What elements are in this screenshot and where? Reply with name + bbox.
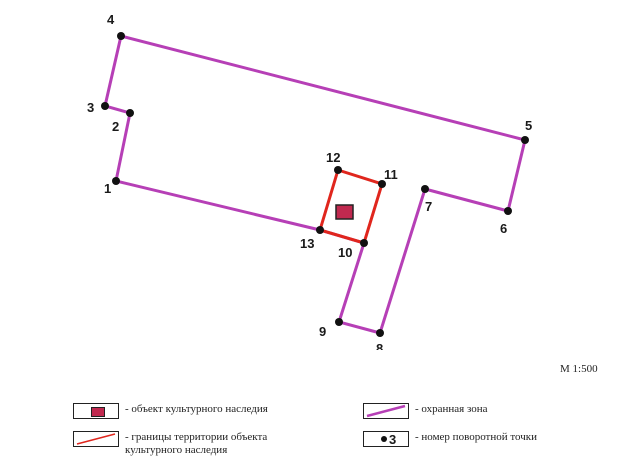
turn-point-label-4: 4: [107, 12, 115, 27]
legend-item-zone: - охранная зона: [363, 403, 488, 419]
turn-point-label-13: 13: [300, 236, 314, 251]
turn-point-11: [378, 180, 386, 188]
turn-point-label-10: 10: [338, 245, 352, 260]
turn-point-5: [521, 136, 529, 144]
legend-boundary-label: - границы территории объекта культурного…: [125, 431, 268, 456]
turn-point-label-9: 9: [319, 324, 326, 339]
turn-point-label-8: 8: [376, 341, 383, 350]
legend-item-turn-point: 3 - номер поворотной точки: [363, 431, 537, 447]
turn-point-label-3: 3: [87, 100, 94, 115]
legend-turn-point-label: - номер поворотной точки: [415, 431, 538, 443]
turn-point-3: [101, 102, 109, 110]
legend-object-label: - объект культурного наследия: [125, 403, 268, 415]
turn-point-label-6: 6: [500, 221, 507, 236]
turn-point-4: [117, 32, 125, 40]
turn-point-7: [421, 185, 429, 193]
legend-object-swatch: [73, 403, 119, 419]
legend-zone-label: - охранная зона: [415, 403, 488, 415]
legend-item-object: - объект культурного наследия: [73, 403, 268, 419]
turn-point-label-1: 1: [104, 181, 111, 196]
turn-point-label-2: 2: [112, 119, 119, 134]
legend-item-boundary: - границы территории объекта культурного…: [73, 431, 267, 457]
turn-point-8: [376, 329, 384, 337]
map-scale: М 1:500: [560, 363, 598, 375]
turn-point-9: [335, 318, 343, 326]
legend-turn-point-dot: [381, 436, 387, 442]
turn-point-6: [504, 207, 512, 215]
turn-point-label-7: 7: [425, 199, 432, 214]
protected-zone-boundary: [103, 34, 527, 335]
turn-point-label-11: 11: [384, 167, 398, 182]
turn-point-2: [126, 109, 134, 117]
turn-point-13: [316, 226, 324, 234]
legend-turn-point-swatch: 3: [363, 431, 409, 447]
turn-point-1: [112, 177, 120, 185]
legend-zone-swatch: [363, 403, 409, 419]
heritage-object-marker: [335, 204, 354, 220]
turn-point-label-5: 5: [525, 118, 532, 133]
turn-point-10: [360, 239, 368, 247]
legend-boundary-swatch: [73, 431, 119, 447]
turn-point-label-12: 12: [326, 150, 340, 165]
legend-turn-point-sample: 3: [389, 432, 396, 446]
turn-point-12: [334, 166, 342, 174]
